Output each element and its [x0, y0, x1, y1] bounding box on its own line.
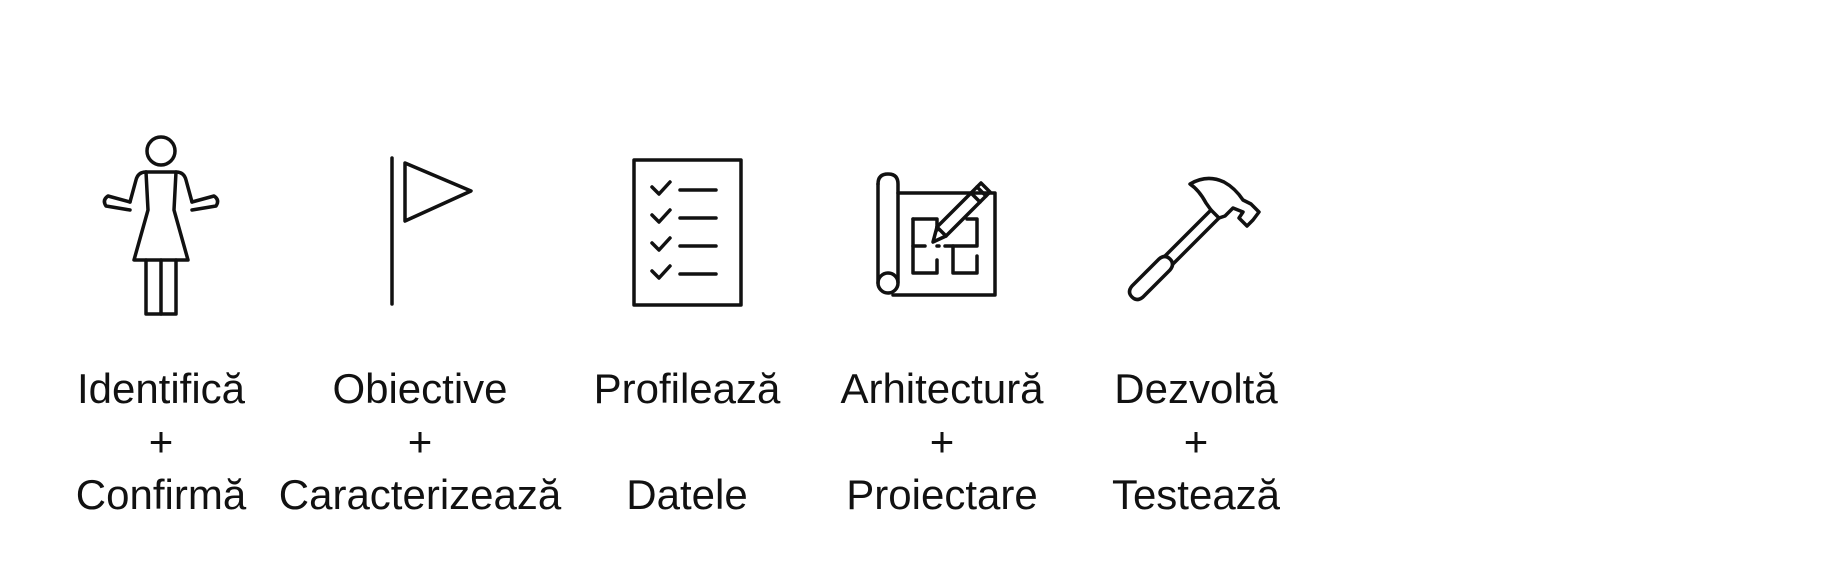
step-profile-data: Profilează Datele [537, 130, 837, 521]
step-label-line-3: Confirmă [75, 471, 247, 518]
step-label-line-2: + [148, 418, 174, 465]
step-architecture-design: Arhitectură + Proiectare [792, 130, 1092, 521]
step-label-line-3: Proiectare [846, 471, 1038, 518]
step-label-line-1: Obiective [332, 365, 508, 412]
person-woman-shrug-icon [86, 130, 236, 340]
step-label-line-1: Identifică [76, 365, 246, 412]
step-label-line-2: + [1183, 418, 1209, 465]
step-label: Identifică + Confirmă [76, 362, 246, 521]
hammer-icon [1121, 130, 1271, 340]
step-label-line-3: Datele [626, 471, 748, 518]
step-label-line-2: + [929, 418, 955, 465]
step-label-line-2 [594, 415, 781, 468]
step-label-line-1: Arhitectură [840, 365, 1044, 412]
blueprint-pencil-icon [867, 130, 1017, 340]
step-label: Dezvoltă + Testează [1112, 362, 1280, 521]
step-label-line-1: Dezvoltă [1114, 365, 1278, 412]
step-label: Arhitectură + Proiectare [840, 362, 1043, 521]
step-label-line-3: Caracterizează [278, 471, 562, 518]
flag-icon [345, 130, 495, 340]
step-identify-confirm: Identifică + Confirmă [11, 130, 311, 521]
step-label-line-1: Profilează [593, 365, 781, 412]
checklist-icon [612, 130, 762, 340]
step-objectives-characterize: Obiective + Caracterizează [270, 130, 570, 521]
step-label-line-3: Testează [1111, 471, 1281, 518]
step-label: Profilează Datele [594, 362, 781, 521]
step-label: Obiective + Caracterizează [279, 362, 561, 521]
step-label-line-2: + [407, 418, 433, 465]
step-develop-test: Dezvoltă + Testează [1046, 130, 1346, 521]
